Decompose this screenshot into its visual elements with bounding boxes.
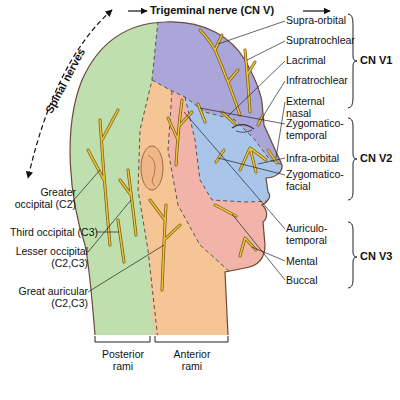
leader-line (72, 170, 100, 202)
rami-brackets (95, 336, 228, 342)
nerve-branch (215, 205, 236, 216)
leader-line (228, 61, 285, 116)
boundary-line (185, 97, 300, 202)
leader-line (262, 81, 285, 118)
section-heading: Trigeminal nerve (CN V) (150, 4, 305, 17)
cranial-division-brackets (348, 14, 357, 288)
ear-fold (148, 155, 155, 186)
nerve-label: Infra-orbital (286, 152, 348, 164)
nerve-label: Supratrochlear (286, 34, 350, 46)
leader-line (88, 245, 164, 292)
arrow (28, 10, 112, 178)
nerve-branch (150, 200, 180, 290)
nerve-branch (150, 200, 180, 290)
bracket (155, 336, 228, 342)
nerve-label: Third occipital (C3) (2, 226, 98, 238)
posterior-rami-territory (0, 0, 160, 400)
arrow (303, 10, 330, 11)
mandibular-territory (168, 91, 300, 272)
nerve-branch (216, 150, 224, 162)
nerve-label: Lesser occipital (C2,C3) (4, 245, 88, 269)
nerve-label: Zygomatico-facial (286, 168, 348, 192)
leader-lines (72, 21, 285, 292)
nerve-label: Mental (286, 255, 348, 267)
division-label: CN V2 (360, 152, 400, 165)
nerve-branch (88, 110, 118, 245)
leader-line (218, 158, 285, 175)
nerve-label: Lacrimal (286, 54, 348, 66)
nerve-branches-outline (88, 30, 277, 290)
nerve-branch (118, 220, 124, 262)
rami-label: Posterior rami (95, 348, 151, 372)
leader-line (218, 21, 285, 44)
nerve-label: External nasal (286, 95, 350, 119)
boundary-line (168, 91, 230, 272)
nerve-branch (240, 148, 266, 172)
nerve-label: Auriculo-temporal (286, 222, 348, 246)
bracket (348, 222, 357, 288)
nerve-branch (118, 220, 124, 262)
nerve-branch (200, 30, 240, 115)
leader-line (232, 214, 285, 280)
territory-boundaries (138, 0, 300, 340)
heading-arrows (28, 10, 330, 178)
nerve-branch (200, 30, 240, 115)
nerve-branch (120, 170, 136, 235)
leader-line (258, 158, 285, 164)
eye (236, 130, 252, 132)
division-label: CN V3 (360, 250, 400, 263)
nerve-branch (222, 112, 235, 124)
nerve-branch (245, 50, 255, 112)
leader-line (200, 108, 285, 124)
nerve-branch (198, 104, 205, 122)
bracket (348, 14, 357, 108)
nerve-branch (88, 110, 118, 245)
nerve-branch (245, 50, 255, 112)
division-label: CN V1 (360, 54, 400, 67)
nerve-branch (216, 150, 224, 162)
nerve-branch (198, 104, 205, 122)
nerve-branch (240, 148, 266, 172)
nerve-branch (168, 100, 192, 165)
nerve-branch (222, 112, 235, 124)
head-outline (70, 22, 282, 335)
arrow (128, 10, 147, 11)
nerve-branch (168, 100, 192, 165)
nerve-label: Infratrochlear (286, 74, 350, 86)
nerve-label: Greater occipital (C2) (10, 186, 76, 210)
ear (141, 146, 163, 190)
nerve-branches (88, 30, 277, 290)
nerve-label: Great auricular (C2,C3) (2, 285, 88, 309)
leader-line (96, 232, 119, 233)
nerve-label: Zygomatico-temporal (286, 117, 348, 141)
leader-line (276, 102, 285, 158)
bracket (348, 118, 357, 200)
nerve-branch (215, 205, 236, 216)
nerve-label: Supra-orbital (286, 14, 348, 26)
maxillary-territory (185, 97, 300, 202)
leader-line (184, 112, 285, 229)
nerve-label: Buccal (286, 274, 348, 286)
nerve-branch (120, 170, 136, 235)
leader-line (247, 41, 285, 60)
rami-label: Anterior rami (164, 348, 220, 372)
bracket (95, 336, 150, 342)
